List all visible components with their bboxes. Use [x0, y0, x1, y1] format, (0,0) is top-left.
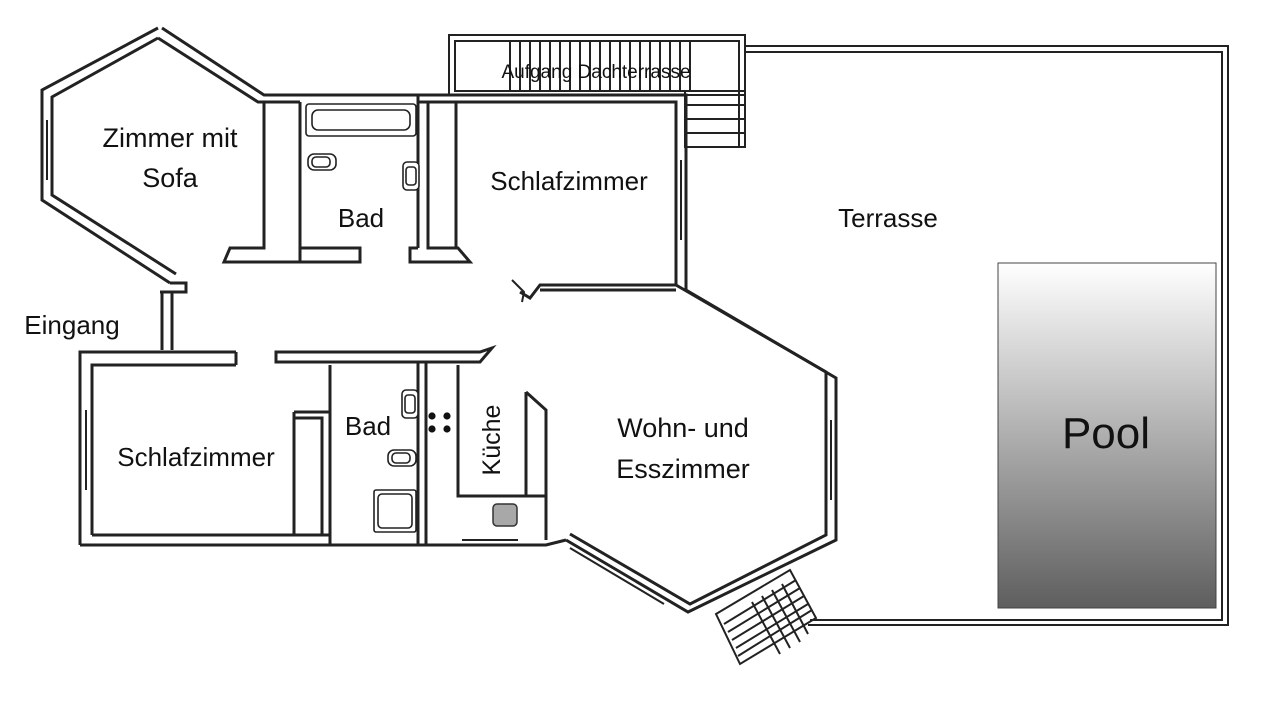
stove-burners [428, 412, 451, 433]
fixtures [305, 103, 518, 533]
room-labels: Zimmer mit Sofa Bad Schlafzimmer Aufgang… [24, 62, 1150, 484]
label-schlafzimmer-top: Schlafzimmer [490, 166, 648, 196]
burner-4 [443, 425, 451, 433]
roof-terrace-staircase [448, 34, 746, 148]
label-kueche: Küche [478, 405, 506, 476]
sink-bottom-inner [404, 394, 416, 414]
label-wohn-line1: Wohn- und [617, 413, 749, 443]
label-bad-bottom: Bad [345, 411, 391, 441]
terrace-outline [745, 45, 1229, 626]
burner-2 [443, 412, 451, 420]
label-bad-top: Bad [338, 203, 384, 233]
bathtub-top-inner [311, 109, 411, 131]
label-wohn-line2: Esszimmer [616, 454, 750, 484]
kitchen-sink [492, 503, 518, 527]
sink-top-inner [405, 166, 417, 186]
pool-basin [997, 262, 1217, 609]
label-terrasse: Terrasse [838, 203, 938, 233]
inner-walls [221, 95, 676, 545]
label-schlafzimmer-bottom: Schlafzimmer [117, 442, 275, 472]
burner-1 [428, 412, 436, 420]
label-zimmer-sofa-line2: Sofa [142, 163, 199, 193]
garden-stairs [714, 568, 818, 666]
outer-walls [40, 26, 838, 614]
toilet-bottom-inner [391, 452, 411, 464]
label-eingang: Eingang [24, 310, 119, 340]
label-zimmer-sofa-line1: Zimmer mit [103, 123, 238, 153]
label-pool: Pool [1062, 409, 1150, 458]
burner-3 [428, 425, 436, 433]
shower-tray-inner [377, 493, 413, 529]
label-stair-roof: Aufgang Dachterrasse [501, 62, 690, 83]
toilet-top-inner [311, 156, 331, 168]
